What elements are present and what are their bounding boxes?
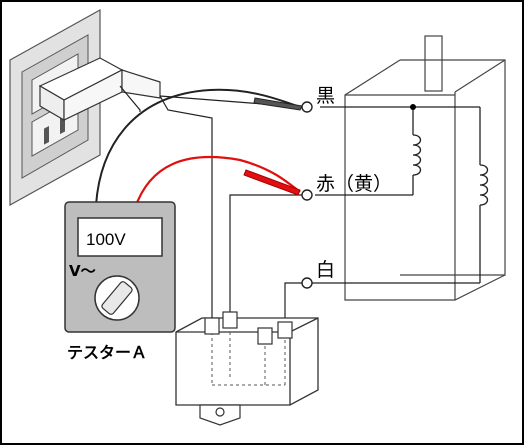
- tester-display: [77, 217, 163, 257]
- terminal-white: [301, 277, 313, 289]
- capacitor-icon: [175, 311, 319, 426]
- label-black: 黒: [316, 85, 335, 107]
- rotary-dial-icon: [94, 275, 140, 321]
- black-probe-tip: [253, 97, 303, 111]
- red-probe-tip: [243, 169, 301, 196]
- motor-coil-icon: [310, 106, 489, 284]
- label-white: 白: [316, 259, 335, 281]
- plug-icon: [38, 57, 161, 122]
- red-probe-lead: [133, 155, 301, 209]
- tester-mode-label: V～: [69, 262, 96, 280]
- black-probe-lead: [95, 88, 301, 206]
- tester-name: テスターＡ: [67, 343, 147, 362]
- terminal-red: [301, 189, 313, 201]
- junction-dot: [410, 104, 416, 110]
- motor-unit: [344, 35, 506, 301]
- tester-display-value: 100V: [86, 230, 126, 249]
- terminal-black: [301, 101, 313, 113]
- label-red: 赤（黄）: [316, 173, 392, 195]
- tester-icon: [64, 201, 176, 333]
